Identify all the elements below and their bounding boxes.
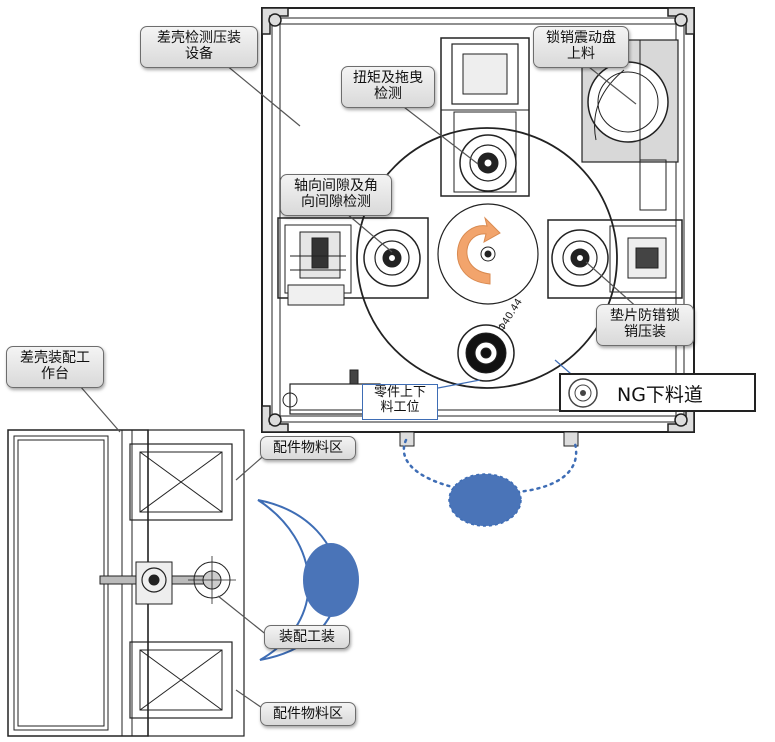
axial-gap-station	[277, 217, 429, 306]
callout-diff-case-press: 差壳检测压装 设备	[140, 26, 258, 68]
rotary-table	[356, 127, 618, 389]
parts-bin-top	[129, 443, 233, 521]
load-station	[457, 324, 515, 382]
callout-pointers	[79, 59, 641, 713]
machine-feet	[399, 431, 579, 447]
callout-axial-gap: 轴向间隙及角 向间隙检测	[280, 174, 392, 216]
torque-station	[440, 37, 530, 197]
load-station-label: 零件上下 料工位	[362, 384, 438, 420]
ng-chute-box: NG下料道	[559, 373, 756, 412]
callout-parts-area-bottom: 配件物料区	[260, 702, 356, 726]
callout-lock-pin-feeder: 锁销震动盘 上料	[533, 26, 629, 68]
parts-bin-bottom	[129, 641, 233, 719]
operator-zone-left	[257, 499, 359, 661]
callout-parts-area-top: 配件物料区	[260, 436, 356, 460]
frame-corners	[261, 7, 695, 433]
callout-washer-press: 垫片防错锁 销压装	[596, 304, 694, 346]
operator-zone-top	[402, 438, 578, 527]
callout-assembly-fixture: 装配工装	[264, 625, 350, 649]
washer-press-station	[547, 219, 683, 299]
dimension-leader	[437, 379, 481, 389]
rotation-arrow	[456, 216, 501, 285]
ng-chute-label: NG下料道	[617, 384, 703, 406]
callout-torque-drag: 扭矩及拖曳 检测	[341, 66, 435, 108]
callout-assembly-bench: 差壳装配工 作台	[6, 346, 104, 388]
assembly-fixture-drawing	[99, 556, 236, 605]
feeder-thumbnail-icon	[568, 378, 598, 408]
